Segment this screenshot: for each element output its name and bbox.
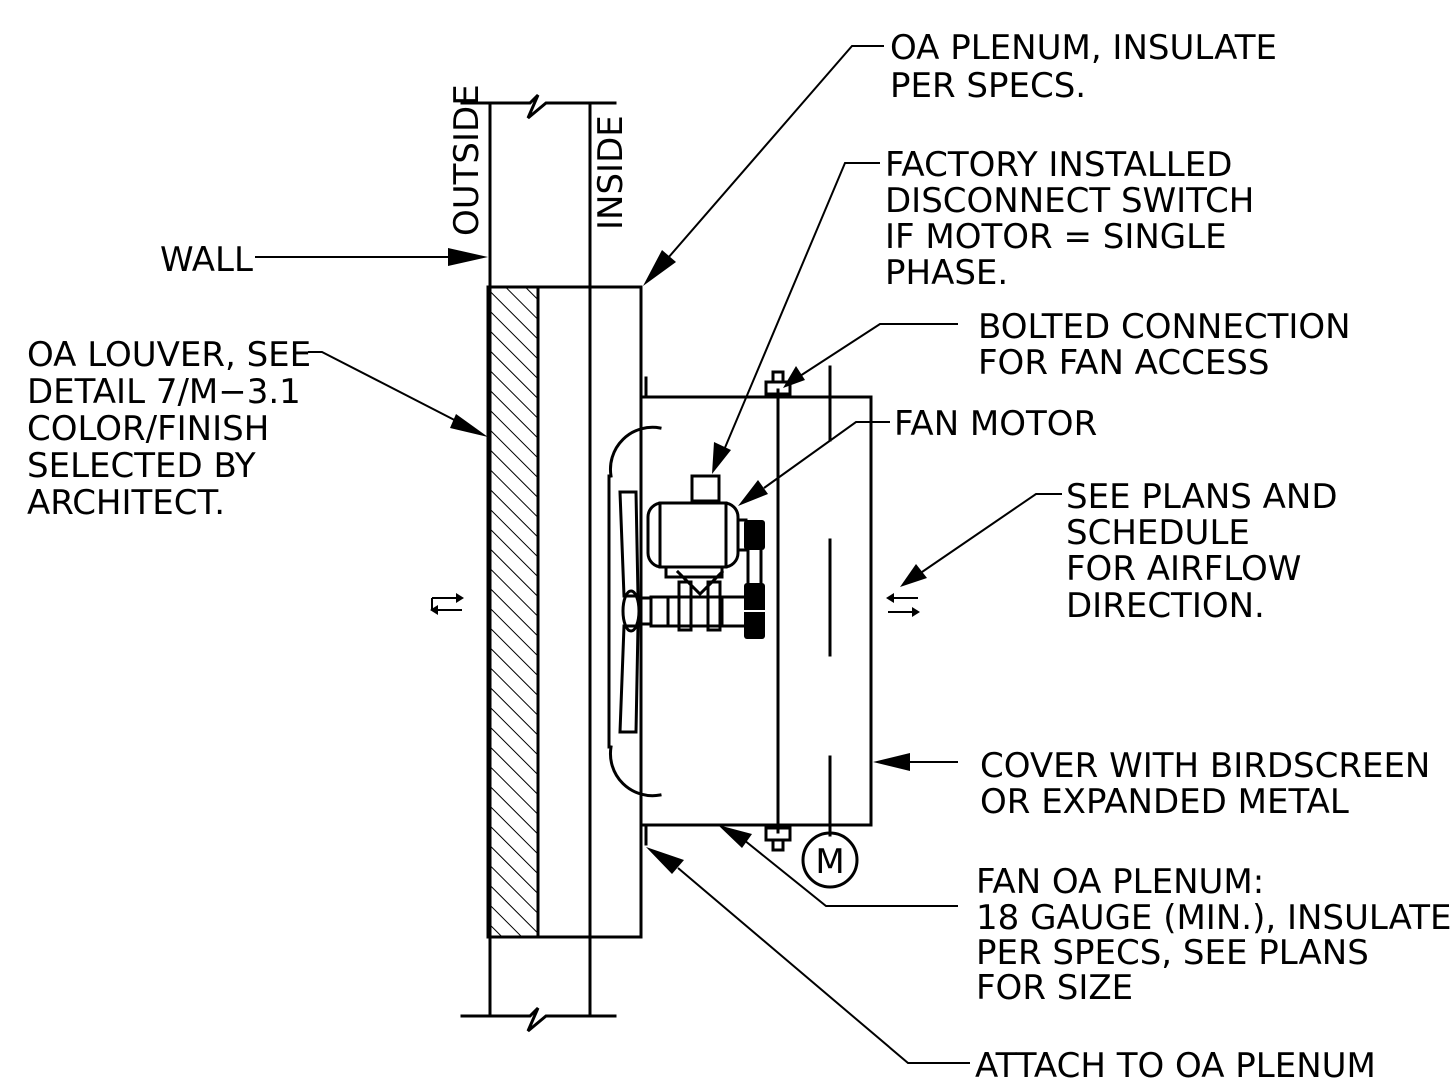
fan-ring-top (608, 425, 662, 478)
label-oa-plenum: OA PLENUM, INSULATE PER SPECS. (890, 28, 1288, 106)
airflow-symbol-left (430, 593, 464, 615)
label-outside: OUTSIDE (447, 84, 487, 236)
label-fan-oa-plenum: FAN OA PLENUM: 18 GAUGE (MIN.), INSULATE… (976, 862, 1452, 1008)
label-airflow-direction: SEE PLANS AND SCHEDULE FOR AIRFLOW DIREC… (1066, 477, 1348, 626)
label-fan-motor: FAN MOTOR (894, 404, 1097, 444)
fan-shaft (649, 595, 753, 628)
bolt-bottom (764, 826, 792, 852)
wall-break-top (460, 93, 617, 120)
oa-plenum (536, 285, 643, 939)
fan-oa-plenum-housing (639, 365, 873, 846)
label-inside: INSIDE (591, 115, 631, 230)
motor-symbol-label: M (815, 842, 844, 882)
fan-assembly (607, 425, 753, 798)
oa-louver (486, 285, 540, 939)
belt-drive (744, 520, 765, 639)
fan-blade (618, 624, 640, 734)
label-disconnect-switch: FACTORY INSTALLED DISCONNECT SWITCH IF M… (885, 145, 1265, 293)
annotations: WALL OUTSIDE INSIDE OA LOUVER, SEE DETAI… (27, 28, 1452, 1085)
wall-break-bottom (460, 1006, 617, 1033)
label-bolted-connection: BOLTED CONNECTION FOR FAN ACCESS (978, 307, 1361, 383)
leaders (255, 45, 1062, 1064)
fan-ring-bottom (608, 745, 662, 798)
label-attach: ATTACH TO OA PLENUM (975, 1046, 1376, 1085)
fan-blade (618, 490, 640, 598)
motor-symbol: M (801, 831, 859, 889)
motor-pulley (744, 520, 765, 550)
fan-motor (646, 474, 748, 579)
label-oa-louver: OA LOUVER, SEE DETAIL 7/M−3.1 COLOR/FINI… (27, 335, 322, 523)
label-cover: COVER WITH BIRDSCREEN OR EXPANDED METAL (980, 746, 1441, 822)
disconnect-switch-box (690, 474, 721, 503)
bolt-top (764, 370, 792, 396)
label-wall: WALL (160, 240, 253, 280)
airflow-symbol-right (886, 593, 920, 617)
